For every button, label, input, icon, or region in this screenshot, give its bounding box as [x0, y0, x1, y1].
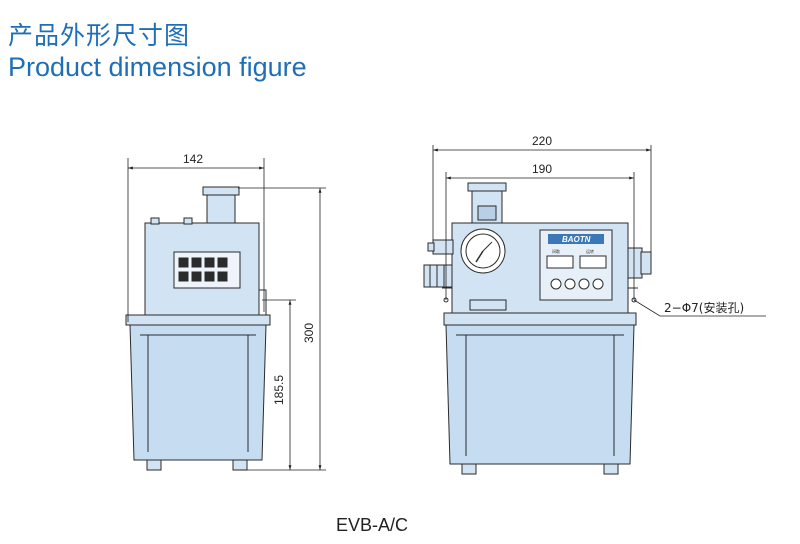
display-left	[546, 255, 574, 269]
side-view	[125, 186, 271, 471]
brand-bar	[548, 234, 604, 244]
side-connector-block	[173, 251, 241, 289]
panel-button-4	[592, 278, 604, 290]
panel-button-3	[578, 278, 590, 290]
dim-height-total: 300	[302, 323, 316, 343]
front-tank-flange	[443, 312, 637, 326]
front-view	[423, 182, 652, 475]
dim-width-front-total: 220	[532, 134, 552, 148]
side-tank	[129, 324, 267, 461]
side-dimensions	[127, 158, 326, 471]
panel-brand: BAOTN	[562, 235, 591, 244]
panel-label-right: 运转	[586, 248, 594, 254]
mount-hole-note: 2−Φ7(安装孔)	[664, 300, 744, 315]
dim-width-front-mount: 190	[532, 162, 552, 176]
panel-button-1	[550, 278, 562, 290]
model-label: EVB-A/C	[336, 515, 408, 535]
title-chinese: 产品外形尺寸图	[8, 21, 191, 50]
panel-button-2	[564, 278, 576, 290]
display-right	[579, 255, 607, 269]
dim-height-tank: 185.5	[272, 375, 286, 405]
dim-width-side: 142	[183, 152, 203, 166]
front-cable-gland	[423, 264, 453, 288]
front-dimensions	[432, 145, 766, 317]
side-tank-flange	[125, 314, 271, 326]
side-filler-neck	[206, 191, 236, 225]
front-tank	[445, 324, 635, 465]
title-english: Product dimension figure	[8, 52, 307, 82]
panel-label-left: 间歇	[552, 248, 560, 254]
